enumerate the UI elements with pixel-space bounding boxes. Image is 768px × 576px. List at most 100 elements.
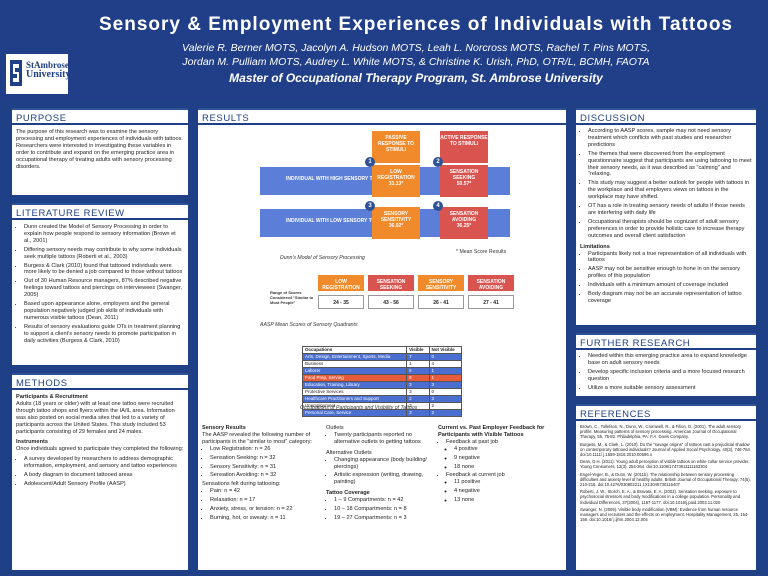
discussion-heading: DISCUSSION <box>576 108 756 124</box>
employer-feedback-title: Current vs. Past Employer Feedback for P… <box>438 425 545 438</box>
range-head-sensation-seeking: SENSATION SEEKING <box>368 275 414 291</box>
purpose-heading: PURPOSE <box>12 108 188 124</box>
q3-label: SENSORY SENSITIVITY <box>380 211 412 223</box>
employer-feedback-block: Current vs. Past Employer Feedback for P… <box>438 425 562 506</box>
references-heading: REFERENCES <box>576 404 756 420</box>
sensory-results-intro: The AASP revealed the following number o… <box>202 431 312 445</box>
list-item: Low Registration: n = 26 <box>210 446 312 453</box>
quadrant-sensory-sensitivity: SENSORY SENSITIVITY 36.02* <box>372 207 420 239</box>
limitations-list: Participants likely not a true represent… <box>580 251 752 305</box>
list-item: Anxiety, stress, or tension: n = 22 <box>210 506 312 513</box>
poster-header: StAmbrose University Sensory & Employmen… <box>0 0 768 100</box>
further-research-heading: FURTHER RESEARCH <box>576 333 756 349</box>
program-name: Master of Occupational Therapy Program, … <box>229 71 603 85</box>
results-heading: RESULTS <box>198 108 566 124</box>
quadrant-2-badge: 2 <box>433 157 443 167</box>
feedback-current-title: Feedback at current job <box>446 472 505 479</box>
list-item: 13 none <box>454 497 562 504</box>
occupations-table: Occupations Visible Not Visible Arts, De… <box>301 346 462 417</box>
quadrant-sensation-seeking: SENSATION SEEKING 50.57* <box>440 165 488 197</box>
list-item: According to AASP scores, sample may not… <box>588 128 752 149</box>
discussion-list: According to AASP scores, sample may not… <box>580 128 752 240</box>
list-item: Dunn created the Model of Sensory Proces… <box>24 224 184 245</box>
reference-item: Engel-Yeger, B., & Dunn, W. (2011b). The… <box>580 471 751 488</box>
list-item: 10 – 18 Compartments: n = 8 <box>334 506 434 513</box>
quadrant-4-badge: 4 <box>433 201 443 211</box>
list-item: Relaxation: n = 17 <box>210 497 312 504</box>
aasp-caption: AASP Mean Scores of Sensory Quadrants <box>260 322 358 328</box>
list-item: 19 – 27 Compartments: n = 3 <box>334 515 434 522</box>
outlets-list: Twenty participants reported no alternat… <box>326 432 434 446</box>
range-head-sensory-sensitivity: SENSORY SENSITIVITY <box>418 275 464 291</box>
list-item: Burning, hot, or sweaty: n = 11 <box>210 515 312 522</box>
range-val-sensation-avoiding: 27 - 41 <box>468 295 514 309</box>
list-item: 4 positive <box>454 446 562 453</box>
range-val-sensation-seeking: 43 - 56 <box>368 295 414 309</box>
methods-instruments-text: Once individuals agreed to participate t… <box>16 446 184 453</box>
reference-item: Swanger, N. (2005). Visible body modific… <box>580 506 749 523</box>
methods-sub-participants: Participants & Recruitment <box>16 394 88 400</box>
list-item: Sensory Sensitivity: n = 31 <box>210 464 312 471</box>
q1-label: LOW REGISTRATION <box>377 169 415 181</box>
list-item: Sensation Avoiding: n = 32 <box>210 472 312 479</box>
sensations-felt-title: Sensations felt during tattooing: <box>202 481 281 488</box>
purpose-text: The purpose of this research was to exam… <box>16 129 183 170</box>
results-panel: PASSIVE RESPONSE TO STIMULI ACTIVE RESPO… <box>198 125 566 570</box>
authors-line1: Valerie R. Berner MOTS, Jacolyn A. Hudso… <box>182 42 650 54</box>
table-caption: Occupations of Participants and Visibili… <box>300 405 418 411</box>
list-item: Based upon appearance alone, employers a… <box>24 301 184 322</box>
list-item: Artistic expression (writing, drawing, p… <box>334 472 434 486</box>
reference-item: Roberti, J. W., Storch, E. A., & Bravata… <box>580 489 741 505</box>
q1-value: 33.13* <box>388 181 404 187</box>
authors: Valerie R. Berner MOTS, Jacolyn A. Hudso… <box>70 41 762 69</box>
university-logo: StAmbrose University <box>6 54 71 94</box>
list-item: Body diagram may not be an accurate repr… <box>588 291 752 305</box>
list-item: Burgess & Clark (2010) found that tattoo… <box>24 263 184 277</box>
list-item: 9 negative <box>454 455 562 462</box>
list-item: 18 none <box>454 464 562 471</box>
sensory-results-title: Sensory Results <box>202 425 246 431</box>
quadrant-sensation-avoiding: SENSATION AVOIDING 36.25* <box>440 207 488 239</box>
sensory-results-block: Sensory Results The AASP revealed the fo… <box>202 425 312 524</box>
limitations-title: Limitations <box>580 243 610 250</box>
literature-panel: Dunn created the Model of Sensory Proces… <box>12 220 188 365</box>
list-item: 11 positive <box>454 479 562 486</box>
q3-value: 36.02* <box>388 223 404 229</box>
sensory-results-list: Low Registration: n = 26 Sensation Seeki… <box>202 446 312 480</box>
list-item: A survey developed by researchers to add… <box>24 456 184 470</box>
range-val-sensory-sensitivity: 26 - 41 <box>418 295 464 309</box>
range-label: Range of Scores Considered "Similar to M… <box>270 290 314 305</box>
methods-panel: Participants & Recruitment Adults (18 ye… <box>12 390 188 570</box>
list-item: Changing appearance (body building/ pier… <box>334 457 434 471</box>
list-item: Twenty participants reported no alternat… <box>334 432 434 446</box>
feedback-past-list: Feedback at past job 4 positive 9 negati… <box>438 439 562 504</box>
tattoo-coverage-title: Tattoo Coverage <box>326 490 370 497</box>
methods-sub-instruments: Instruments <box>16 439 49 446</box>
q2-value: 50.57* <box>456 181 472 187</box>
quadrant-1-badge: 1 <box>365 157 375 167</box>
further-research-list: Needed within this emerging practice are… <box>580 353 752 392</box>
methods-heading: METHODS <box>12 373 188 389</box>
table-header-cell: Visible <box>406 346 430 354</box>
quadrant-3-badge: 3 <box>365 201 375 211</box>
list-item: Out of 30 Human Resource managers, 87% d… <box>24 278 184 299</box>
list-item: Pain: n = 42 <box>210 488 312 495</box>
list-item: Feedback at current job 11 positive 4 ne… <box>446 472 562 504</box>
list-item: Results of sensory evaluations guide OTs… <box>24 324 184 345</box>
table-header-cell: Occupations <box>301 346 408 354</box>
q4-label: SENSATION AVOIDING <box>449 211 479 223</box>
range-head-sensation-avoiding: SENSATION AVOIDING <box>468 275 514 291</box>
discussion-panel: According to AASP scores, sample may not… <box>576 125 756 325</box>
table-header-row: Occupations Visible Not Visible <box>301 346 462 354</box>
range-val-low-registration: 24 - 35 <box>318 295 364 309</box>
list-item: Needed within this emerging practice are… <box>588 353 752 367</box>
st-ambrose-logo-icon <box>10 60 22 86</box>
passive-header: PASSIVE RESPONSE TO STIMULI <box>372 131 420 163</box>
logo-line2: University <box>26 69 71 80</box>
